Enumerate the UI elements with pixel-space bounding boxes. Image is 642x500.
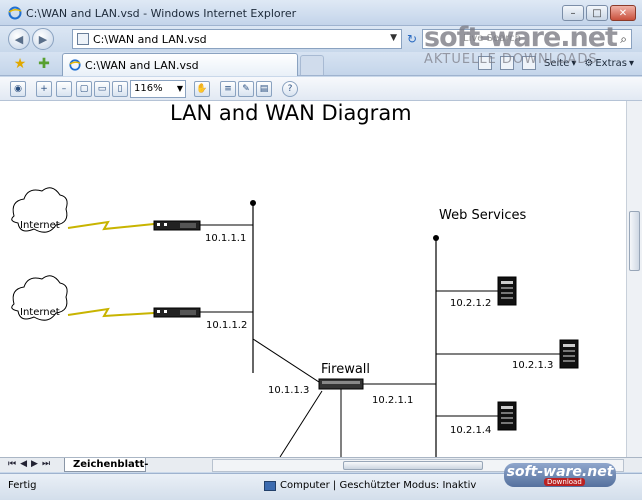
gear-icon: ⚙ <box>584 57 594 69</box>
refresh-icon[interactable]: ↻ <box>406 32 418 46</box>
sheet-bar: ⏮◀▶⏭ Zeichenblatt-1 <box>0 457 642 483</box>
firewall-device <box>318 378 364 390</box>
zoom-in-icon[interactable]: + <box>36 81 52 97</box>
wan-link-2 <box>67 307 155 318</box>
layers-icon[interactable]: ≡ <box>220 81 236 97</box>
watermark-badge-sub: Download <box>544 478 585 486</box>
vertical-scroll-thumb[interactable] <box>629 211 640 271</box>
status-text: Fertig <box>8 480 37 491</box>
favorites-star-icon[interactable]: ★ <box>13 56 27 72</box>
security-zone: Computer | Geschützter Modus: Inaktiv <box>264 480 476 491</box>
search-icon[interactable]: ⌕ <box>620 32 627 46</box>
back-arrow-icon: ◀ <box>14 32 24 46</box>
chevron-down-icon: ▼ <box>176 84 183 93</box>
tools-menu[interactable]: ⚙Extras ▾ <box>584 57 634 69</box>
address-url: C:\WAN and LAN.vsd <box>93 33 207 46</box>
watermark-badge: soft-ware.net <box>504 463 616 487</box>
fit-page-icon[interactable]: ▢ <box>76 81 92 97</box>
tab-label: C:\WAN and LAN.vsd <box>85 59 199 72</box>
window-title: C:\WAN and LAN.vsd - Windows Internet Ex… <box>26 7 297 20</box>
page-menu[interactable]: Seite ▾ <box>544 57 577 69</box>
forward-button[interactable]: ▶ <box>32 28 54 50</box>
tab-document[interactable]: C:\WAN and LAN.vsd <box>62 53 298 76</box>
sheet-nav-arrows-icon[interactable]: ⏮◀▶⏭ <box>8 459 55 469</box>
search-input[interactable]: Live Search ⌕ <box>422 29 632 49</box>
server-2 <box>559 339 579 369</box>
router-1 <box>153 220 201 231</box>
internet-cloud-2 <box>11 275 68 321</box>
watermark-logo: soft-ware.net <box>424 22 618 53</box>
add-favorite-icon[interactable]: ✚ <box>38 56 50 72</box>
watermark-subtitle: AKTUELLE DOWNLOADS <box>424 52 598 67</box>
fit-width-icon[interactable]: ▭ <box>94 81 110 97</box>
feeds-button[interactable] <box>500 56 514 70</box>
computer-icon <box>264 480 276 491</box>
print-button[interactable] <box>522 56 536 70</box>
back-button[interactable]: ◀ <box>8 28 30 50</box>
lan-bus-end <box>250 200 256 206</box>
internet-cloud-1 <box>11 187 68 233</box>
drawing-icon[interactable]: ✎ <box>238 81 254 97</box>
address-bar[interactable]: C:\WAN and LAN.vsd ▼ <box>72 29 402 49</box>
help-icon[interactable]: ? <box>282 81 298 97</box>
ip-label: 10.2.1.4 <box>450 425 492 436</box>
status-bar: Fertig Computer | Geschützter Modus: Ina… <box>0 473 642 500</box>
visio-toolbar: ◉ + – ▢ ▭ ▯ 116% ▼ ✋ ≡ ✎ ▤ ? <box>0 77 642 101</box>
command-bar: Seite ▾ ⚙Extras ▾ <box>478 56 634 70</box>
visio-icon[interactable]: ◉ <box>10 81 26 97</box>
maximize-button[interactable]: □ <box>586 5 608 21</box>
diagram-title: LAN and WAN Diagram <box>170 101 412 125</box>
new-tab-button[interactable] <box>300 55 324 75</box>
firewall-label: Firewall <box>321 362 371 377</box>
feed-icon <box>500 56 514 70</box>
router-2 <box>153 307 201 318</box>
page-icon <box>77 33 89 45</box>
web-services-label: Web Services <box>439 208 527 223</box>
minimize-button[interactable]: – <box>562 5 584 21</box>
server-3 <box>497 401 517 431</box>
title-bar: C:\WAN and LAN.vsd - Windows Internet Ex… <box>0 0 642 26</box>
cloud-label: Internet <box>20 220 60 231</box>
wan-link-1 <box>67 220 155 231</box>
printer-icon <box>522 56 536 70</box>
cloud-label: Internet <box>20 307 60 318</box>
window-controls: – □ ✕ <box>562 5 636 21</box>
home-icon <box>478 56 492 70</box>
horizontal-scroll-thumb[interactable] <box>343 461 483 470</box>
zoom-select[interactable]: 116% ▼ <box>130 80 186 98</box>
page-view-icon[interactable]: ▯ <box>112 81 128 97</box>
tab-row: ★ ✚ C:\WAN and LAN.vsd Seite ▾ ⚙Extras ▾ <box>0 52 642 76</box>
ip-label: 10.1.1.2 <box>206 320 248 331</box>
ip-label: 10.2.1.1 <box>372 395 414 406</box>
properties-icon[interactable]: ▤ <box>256 81 272 97</box>
diagram-svg <box>11 187 579 457</box>
home-button[interactable] <box>478 56 492 70</box>
vertical-scrollbar[interactable] <box>626 101 642 457</box>
chevron-down-icon[interactable]: ▼ <box>390 33 397 43</box>
ip-label: 10.2.1.2 <box>450 298 492 309</box>
address-row: ◀ ▶ C:\WAN and LAN.vsd ▼ ↻ Live Search ⌕ <box>0 26 642 52</box>
zoom-out-icon[interactable]: – <box>56 81 72 97</box>
ie-icon <box>69 59 81 71</box>
forward-arrow-icon: ▶ <box>38 32 48 46</box>
ip-label: 10.1.1.3 <box>268 385 310 396</box>
close-button[interactable]: ✕ <box>610 5 636 21</box>
server-1 <box>497 276 517 306</box>
diagram-canvas: LAN and WAN Diagram Internet Internet 10… <box>0 101 626 457</box>
zone-text: Computer | Geschützter Modus: Inaktiv <box>280 480 477 491</box>
search-placeholder: Live Search <box>463 33 521 44</box>
ip-label: 10.2.1.3 <box>512 360 554 371</box>
ie-icon <box>8 6 22 20</box>
sheet-tab[interactable]: Zeichenblatt-1 <box>64 458 148 483</box>
pan-icon[interactable]: ✋ <box>194 81 210 97</box>
ip-label: 10.1.1.1 <box>205 233 247 244</box>
